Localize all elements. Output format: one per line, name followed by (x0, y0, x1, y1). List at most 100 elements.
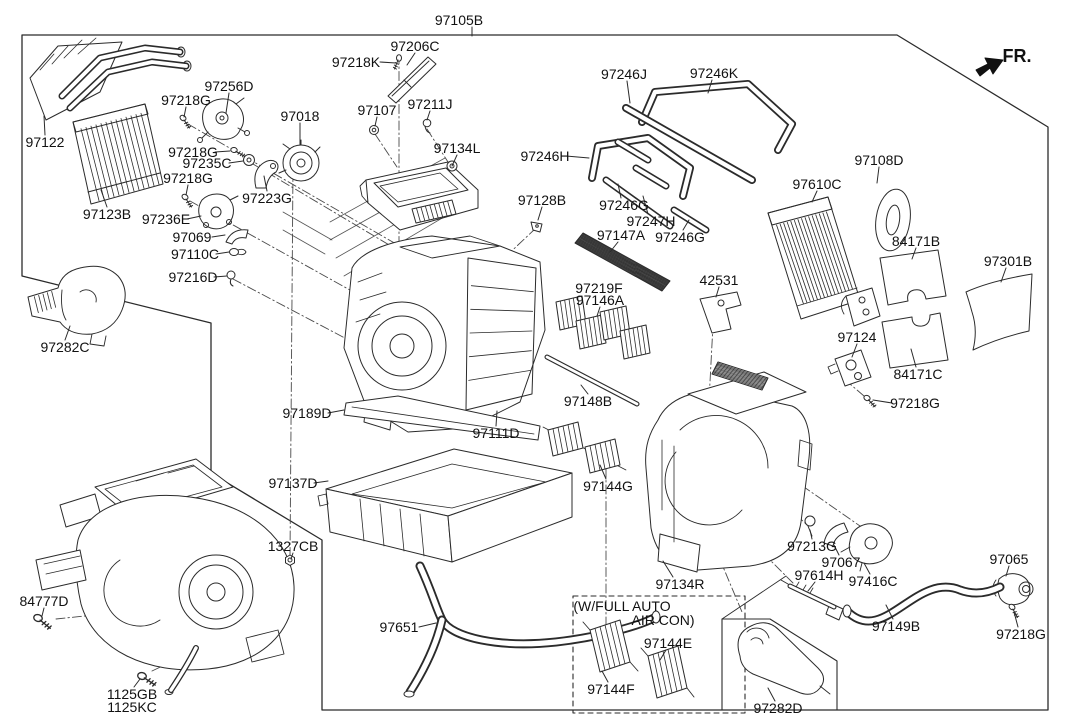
part-97206C-seal (387, 56, 437, 104)
part-label-97614h-47: 97614H (794, 567, 843, 583)
part-label-97122-8: 97122 (26, 134, 65, 150)
part-97067-clamp (823, 522, 849, 547)
part-label-97146a-33: 97146A (576, 292, 625, 308)
part-97211J-clip (422, 118, 432, 134)
label-leader-lines (41, 26, 1019, 702)
fr-direction-arrow-icon (975, 57, 1004, 77)
part-97134R-grille (711, 361, 769, 391)
part-97246G-seal-a (614, 138, 652, 164)
part-97301B-cover (965, 273, 1033, 351)
part-blower-unit-assembly (35, 458, 295, 695)
part-97223G-lever (254, 159, 279, 189)
part-97216D-grommet (226, 270, 236, 287)
part-97236E-actuator (198, 193, 239, 230)
part-label-97416c-48: 97416C (848, 573, 897, 589)
part-97148B-shaft (544, 354, 640, 407)
part-label-84171c-36: 84171C (893, 366, 942, 382)
part-97110C-grommet (229, 248, 247, 256)
sub-assembly-box-97282d (721, 575, 838, 711)
part-label-84171b-30: 84171B (892, 233, 940, 249)
part-97144G-door-a (547, 421, 584, 457)
part-97246G-seal-b (632, 164, 670, 190)
part-label-84777d-52: 84777D (19, 593, 68, 609)
part-label-97218g-10: 97218G (168, 144, 218, 160)
part-label-97069-16: 97069 (173, 229, 212, 245)
fastener-97218G-screw-4 (861, 393, 879, 409)
part-label-97247h-25: 97247H (626, 213, 675, 229)
part-97128B-clip (530, 221, 543, 233)
part-label-97108d-29: 97108D (854, 152, 903, 168)
part-label-1125gb-53: 1125GB (107, 686, 157, 702)
part-label-97246h-23: 97246H (520, 148, 569, 164)
part-label-97111d-39: 97111D (473, 425, 520, 441)
part-label-97148b-40: 97148B (564, 393, 612, 409)
part-97018-actuator (278, 139, 321, 182)
part-97122-pipe-a (58, 44, 184, 100)
part-label-97610c-28: 97610C (792, 176, 841, 192)
part-label-97219f-32: 97219F (575, 280, 622, 296)
part-label-97235c-11: 97235C (182, 155, 231, 171)
part-97149B-hose (843, 582, 1005, 626)
fastener-97218G-screw-1 (176, 113, 195, 130)
part-label-97137d-41: 97137D (268, 475, 317, 491)
part-84171C-insulator (881, 312, 949, 369)
part-label-97236e-15: 97236E (142, 211, 190, 227)
part-97144E-door (647, 645, 688, 699)
part-label-97134l-9: 97134L (434, 140, 481, 156)
fastener-97218G-screw-2 (229, 146, 246, 158)
part-blower-drain-tube (168, 645, 199, 693)
part-97282D-duct (737, 622, 831, 695)
part-84171B-insulator (879, 249, 947, 306)
fastener-97218K-screw (392, 54, 402, 70)
part-label-aircon-60: AIR CON) (632, 612, 695, 628)
part-97416C-aspirator (840, 523, 893, 572)
part-97246G-seal-c (670, 206, 710, 234)
part-label-97144g-42: 97144G (583, 478, 633, 494)
part-label-97218k-2: 97218K (332, 54, 381, 70)
part-42531-bracket (699, 291, 742, 334)
part-97123B-heater-core (72, 103, 164, 205)
part-label-fr-61: FR. (1003, 46, 1032, 66)
part-label-97223g-13: 97223G (242, 190, 292, 206)
part-97069-bracket (225, 229, 249, 245)
part-97246J-seal (622, 104, 756, 184)
part-97282C-stub-hatch (33, 290, 57, 314)
part-label-97110c-17: 97110C (171, 246, 219, 262)
part-97246K-seal (638, 80, 796, 154)
part-label-wfullauto-59: (W/FULL AUTO (573, 598, 670, 614)
part-label-97149b-50: 97149B (872, 618, 920, 634)
part-97111D-blower-case (343, 235, 546, 433)
seals-doors-hoses (33, 44, 1005, 699)
part-label-97246k-22: 97246K (690, 65, 739, 81)
part-label-97067-46: 97067 (822, 554, 861, 570)
part-97147A-core-cover (574, 232, 671, 292)
part-label-97256d-3: 97256D (204, 78, 253, 94)
part-label-97651-55: 97651 (380, 619, 419, 635)
part-label-97123b-14: 97123B (83, 206, 131, 222)
part-label-97218g-12: 97218G (163, 170, 213, 186)
part-label-97218g-4: 97218G (161, 92, 211, 108)
part-97065-connector (989, 573, 1034, 606)
part-label-1327cb-43: 1327CB (268, 538, 319, 554)
part-label-97065-49: 97065 (990, 551, 1029, 567)
part-label-42531-34: 42531 (700, 272, 739, 288)
part-97107-clip (369, 125, 379, 135)
part-label-97282c-19: 97282C (40, 339, 89, 355)
part-label-97216d-18: 97216D (168, 269, 217, 285)
part-label-97246g-24: 97246G (599, 197, 649, 213)
part-label-97134r-44: 97134R (655, 576, 704, 592)
part-label-97144f-57: 97144F (587, 681, 634, 697)
part-97144F-door (589, 619, 631, 673)
part-label-97218g-51: 97218G (996, 626, 1046, 642)
part-97146A-door-c (619, 324, 651, 360)
part-label-97218g-37: 97218G (890, 395, 940, 411)
part-97134R-heater-case (645, 371, 813, 573)
part-97111D-panel-ribs (468, 285, 534, 381)
part-label-97128b-20: 97128B (518, 192, 566, 208)
part-label-1125kc-54: 1125KC (107, 699, 157, 715)
part-label-97018-5: 97018 (281, 108, 320, 124)
part-97137D-lower-case (317, 448, 573, 563)
